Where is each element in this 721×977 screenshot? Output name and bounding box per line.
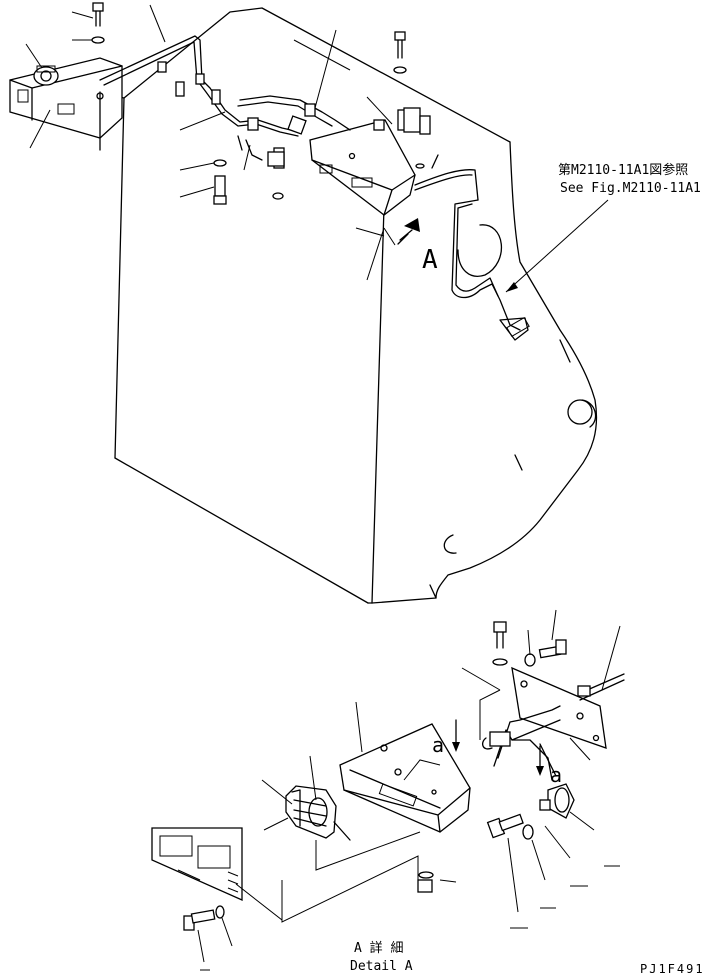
wiring-harness	[99, 35, 530, 341]
left-lamp-bracket	[9, 57, 123, 151]
cab-body	[99, 7, 598, 604]
detail-caption-en: Detail A	[350, 959, 413, 974]
arrow-a1-label: a	[432, 733, 444, 757]
upper-leaders	[25, 4, 396, 281]
drawing-code: PJ1F491	[640, 962, 705, 976]
detail-a-assembly: a a	[151, 609, 625, 971]
detail-caption-jp: A 詳 細	[354, 940, 403, 956]
upper-fasteners	[91, 2, 425, 205]
reference-jp: 第M2110-11A1図参照	[558, 162, 688, 178]
view-a-arrow: A	[397, 218, 438, 275]
right-lamp-bracket	[309, 119, 416, 216]
arrow-a2-label: a	[550, 763, 562, 787]
reference-callout: 第M2110-11A1図参照 See Fig.M2110-11A1	[505, 162, 701, 293]
view-letter: A	[422, 245, 438, 275]
reference-en: See Fig.M2110-11A1	[560, 181, 701, 196]
